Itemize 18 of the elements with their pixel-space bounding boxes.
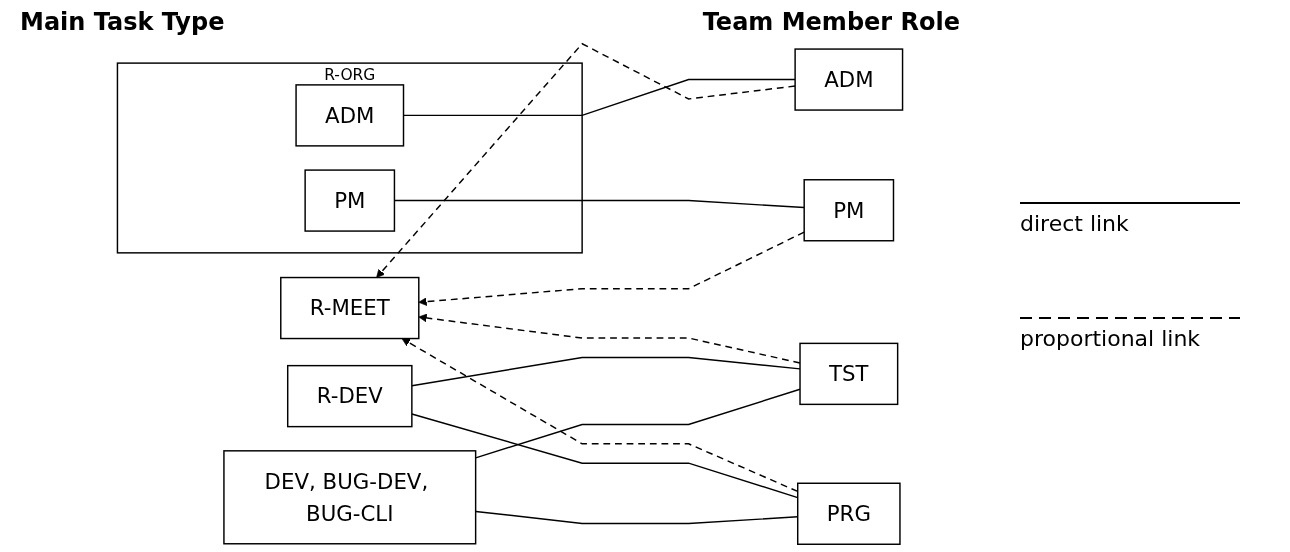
node-box: PM — [304, 169, 396, 232]
node-box: PM — [803, 179, 895, 242]
node-box: PRG — [797, 482, 901, 545]
node-box: TST — [799, 342, 899, 406]
arrow — [401, 338, 799, 493]
connector — [411, 356, 801, 387]
arrow — [376, 42, 796, 278]
node-box: R-MEET — [280, 276, 420, 340]
node-box: R-DEV — [287, 364, 413, 428]
node-box: DEV, BUG-DEV, BUG-CLI — [223, 450, 477, 545]
column-heading: Team Member Role — [702, 8, 960, 36]
column-heading: Main Task Type — [20, 8, 225, 36]
legend-label: direct link — [1020, 211, 1130, 236]
node-box: ADM — [794, 48, 904, 111]
node-box: ADM — [295, 84, 405, 147]
arrow — [418, 231, 805, 306]
arrow — [418, 313, 801, 364]
legend-label: proportional link — [1020, 326, 1202, 351]
